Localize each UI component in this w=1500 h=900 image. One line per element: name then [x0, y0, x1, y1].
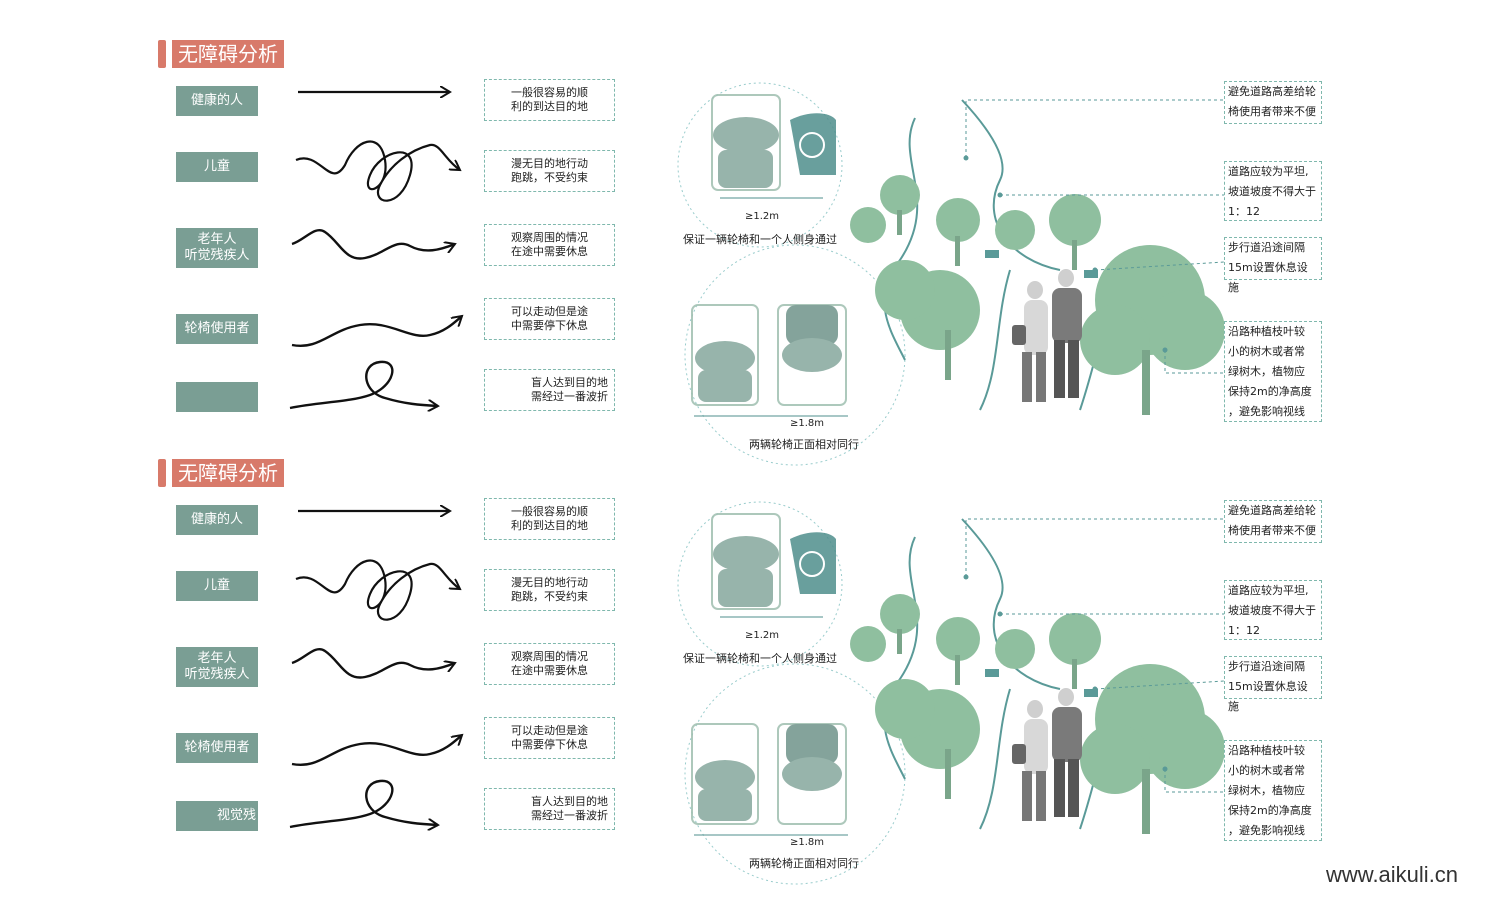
note-planting: 沿路种植枝叶较 小的树木或者常 绿树木，植物应 保持2m的净高度 ，避免影响视线 — [1224, 740, 1322, 841]
desc-elderly: 观察周围的情况 在途中需要休息 — [484, 224, 615, 266]
dim-top: ≥1.2m — [745, 211, 780, 222]
category-visually-impaired: 视觉残 — [176, 801, 258, 831]
trees — [850, 594, 1225, 834]
panel-title: 无障碍分析 — [172, 40, 284, 68]
title-accent-bar — [158, 459, 166, 487]
category-children: 儿童 — [176, 571, 258, 601]
category-children: 儿童 — [176, 152, 258, 182]
caption-top: 保证一辆轮椅和一个人侧身通过 — [683, 233, 837, 246]
category-wheelchair: 轮椅使用者 — [176, 314, 258, 344]
caption-top: 保证一辆轮椅和一个人侧身通过 — [683, 652, 837, 665]
desc-visually-impaired: 盲人达到目的地 需经过一番波折 — [484, 369, 615, 411]
note-level-difference: 避免道路高差给轮 椅使用者带来不便 — [1224, 81, 1322, 124]
path-loop — [289, 779, 438, 827]
desc-healthy: 一般很容易的顺 利的到达目的地 — [484, 498, 615, 540]
category-healthy: 健康的人 — [176, 505, 258, 535]
caption-bottom: 两辆轮椅正面相对同行 — [749, 438, 859, 451]
note-slope: 道路应较为平坦, 坡道坡度不得大于 1：12 — [1224, 580, 1322, 640]
dim-bottom: ≥1.8m — [790, 418, 825, 429]
analysis-panel-2: 无障碍分析 健康的人 儿童 老年人 听觉残疾人 轮椅使用者 视觉残 一般很容易的… — [0, 419, 1500, 885]
note-rest-facilities: 步行道沿途间隔 15m设置休息设施 — [1224, 656, 1322, 713]
path-wavy — [291, 648, 455, 679]
path-loop — [289, 360, 438, 408]
path-wavy — [291, 229, 455, 260]
note-planting: 沿路种植枝叶较 小的树木或者常 绿树木，植物应 保持2m的净高度 ，避免影响视线 — [1224, 321, 1322, 422]
wheelchair-pair — [691, 723, 847, 825]
analysis-panel-1: 无障碍分析 健康的人 儿童 老年人 听觉残疾人 轮椅使用者 一般很容易的顺 利的… — [0, 0, 1500, 466]
category-visually-impaired — [176, 382, 258, 412]
title-accent-bar — [158, 40, 166, 68]
note-slope: 道路应较为平坦, 坡道坡度不得大于 1：12 — [1224, 161, 1322, 221]
path-scribble — [295, 140, 460, 202]
desc-children: 漫无目的地行动 跑跳，不受约束 — [484, 150, 615, 192]
caption-bottom: 两辆轮椅正面相对同行 — [749, 857, 859, 870]
category-healthy: 健康的人 — [176, 86, 258, 116]
note-level-difference: 避免道路高差给轮 椅使用者带来不便 — [1224, 500, 1322, 543]
category-elderly: 老年人 听觉残疾人 — [176, 228, 258, 268]
desc-elderly: 观察周围的情况 在途中需要休息 — [484, 643, 615, 685]
path-gentle — [291, 735, 462, 766]
desc-wheelchair: 可以走动但是途 中需要停下休息 — [484, 298, 615, 340]
elderly-couple — [1012, 269, 1082, 402]
elderly-couple — [1012, 688, 1082, 821]
wheelchair-pair — [691, 304, 847, 406]
path-scribble — [295, 559, 460, 621]
dim-bottom: ≥1.8m — [790, 837, 825, 848]
wheelchair-top — [711, 94, 836, 191]
desc-visually-impaired: 盲人达到目的地 需经过一番波折 — [484, 788, 615, 830]
movement-paths-2 — [289, 501, 1225, 885]
category-elderly: 老年人 听觉残疾人 — [176, 647, 258, 687]
movement-paths-1 — [289, 82, 1225, 466]
desc-children: 漫无目的地行动 跑跳，不受约束 — [484, 569, 615, 611]
wheelchair-top — [711, 513, 836, 610]
watermark: www.aikuli.cn — [1326, 862, 1459, 887]
desc-healthy: 一般很容易的顺 利的到达目的地 — [484, 79, 615, 121]
note-rest-facilities: 步行道沿途间隔 15m设置休息设施 — [1224, 237, 1322, 294]
dim-top: ≥1.2m — [745, 630, 780, 641]
category-wheelchair: 轮椅使用者 — [176, 733, 258, 763]
panel-title: 无障碍分析 — [172, 459, 284, 487]
desc-wheelchair: 可以走动但是途 中需要停下休息 — [484, 717, 615, 759]
path-gentle — [291, 316, 462, 347]
